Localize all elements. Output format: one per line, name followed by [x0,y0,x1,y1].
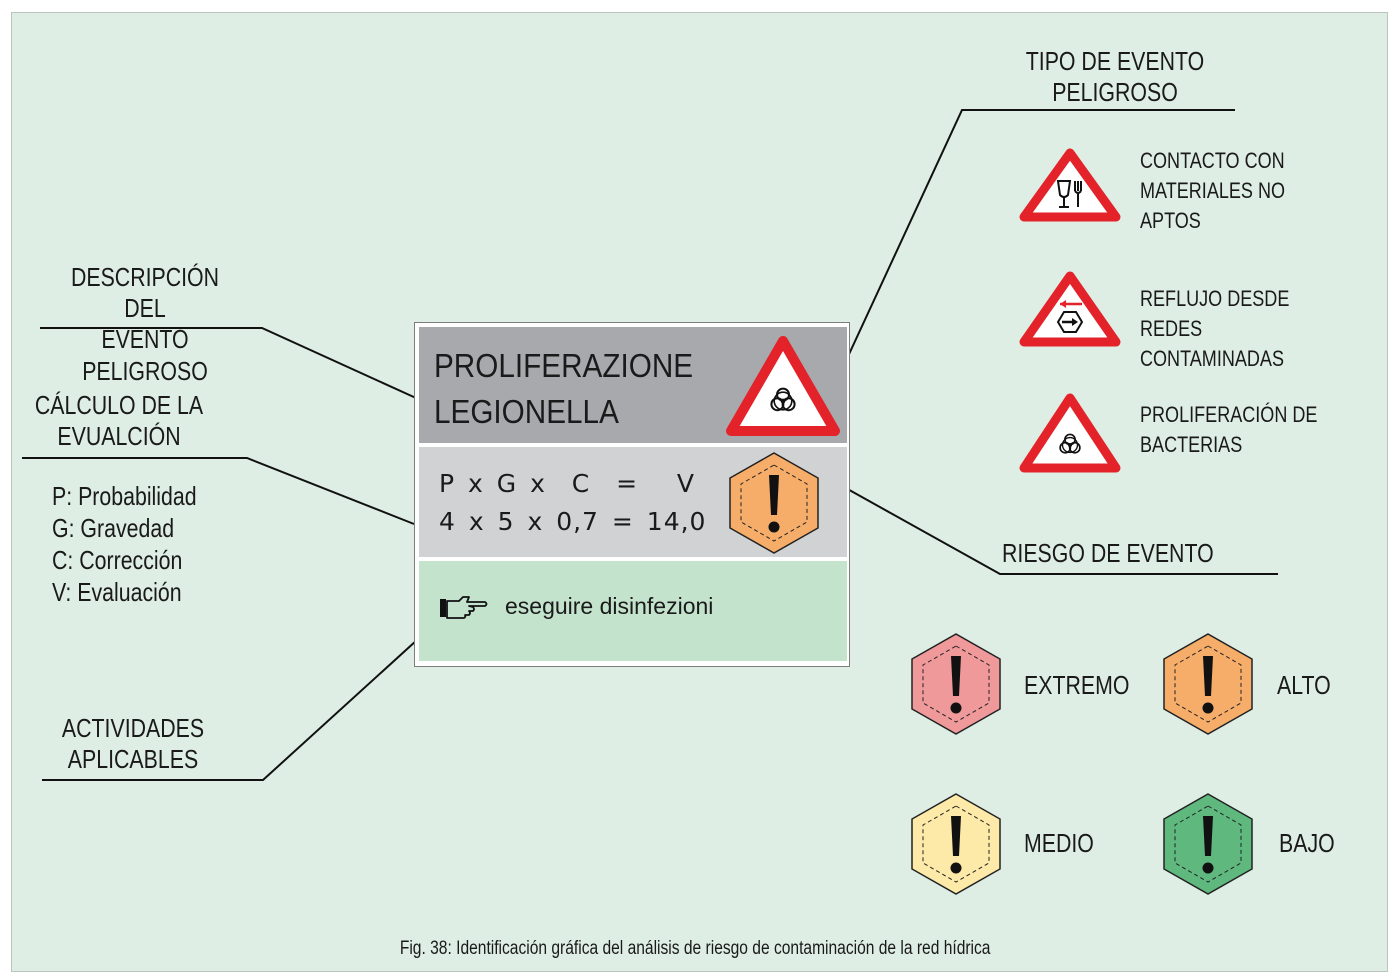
event-type-2-line2: CONTAMINADAS [1140,346,1284,371]
risk-extremo-hex-icon [911,633,1001,735]
card-title-line2: LEGIONELLA [434,393,619,430]
label-riesgo: RIESGO DE EVENTO [1002,538,1214,568]
risk-alto-hex-icon [729,452,819,554]
event-type-2-text: REFLUJO DESDE REDES CONTAMINADAS [1140,284,1346,374]
biohazard-icon [1019,393,1121,473]
leader-actividades [42,639,418,781]
figure-caption-text: Fig. 38: Identificación gráfica del anál… [400,938,991,959]
formula-legend: P: Probabilidad G: Gravedad C: Correcció… [52,480,197,608]
risk-bajo-label: BAJO [1279,828,1335,858]
leader-calculo [22,457,415,525]
label-actividades-line2: APLICABLES [67,744,199,775]
label-tipo-evento: TIPO DE EVENTO PELIGROSO [1021,46,1210,108]
label-actividades-line1: ACTIVIDADES [61,713,205,743]
label-calculo-line1: CÁLCULO DE LA [34,390,204,420]
pointing-hand-icon [440,596,488,619]
event-type-1-line3: APTOS [1140,208,1201,233]
card-title: PROLIFERAZIONE LEGIONELLA [434,343,693,435]
card-calculation: P x G x C = V 4 x 5 x 0,7 = 14,0 [419,447,847,557]
formula-header: P x G x C = V [439,469,696,498]
label-calculo: CÁLCULO DE LA EVUALCIÓN [25,390,214,452]
label-tipo-evento-line1: TIPO DE EVENTO [1025,46,1205,76]
risk-medio-label: MEDIO [1024,828,1094,858]
event-type-3-text: PROLIFERACIÓN DE BACTERIAS [1140,400,1317,460]
event-type-2-line1: REFLUJO DESDE REDES [1140,286,1290,341]
risk-medio-hex-icon [911,793,1001,895]
event-type-1-line2: MATERIALES NO [1140,178,1286,203]
event-type-3-line1: PROLIFERACIÓN DE [1140,402,1318,427]
legend-g: G: Gravedad [52,513,175,543]
event-type-3-line2: BACTERIAS [1140,432,1243,457]
label-actividades: ACTIVIDADES APLICABLES [39,713,228,775]
label-descripcion: DESCRIPCIÓN DEL EVENTO PELIGROSO [51,262,240,387]
food-contact-icon [1019,148,1121,222]
leader-descripcion [40,327,417,399]
card-title-line1: PROLIFERAZIONE [434,347,694,384]
leader-riesgo [825,476,1278,575]
risk-alto-legend-hex-icon [1163,633,1253,735]
card-action: eseguire disinfezioni [419,561,847,661]
risk-alto-label: ALTO [1277,670,1331,700]
event-type-1-line1: CONTACTO CON [1140,148,1285,173]
label-descripcion-line1: DESCRIPCIÓN DEL [70,262,220,324]
backflow-icon [1019,271,1121,347]
risk-extremo-label: EXTREMO [1024,670,1130,700]
label-calculo-line2: EVUALCIÓN [57,421,181,452]
legend-v: V: Evaluación [52,577,182,607]
biohazard-warning-icon [726,336,840,436]
legend-p: P: Probabilidad [52,481,197,511]
card-header: PROLIFERAZIONE LEGIONELLA [419,327,847,443]
formula-values: 4 x 5 x 0,7 = 14,0 [439,507,707,536]
event-type-1-text: CONTACTO CON MATERIALES NO APTOS [1140,146,1285,236]
risk-card: PROLIFERAZIONE LEGIONELLA P x G x C = V … [414,322,850,667]
label-descripcion-line2: EVENTO PELIGROSO [82,324,208,386]
leader-tipo-evento [837,109,1235,379]
action-text: eseguire disinfezioni [505,593,714,619]
legend-c: C: Corrección [52,545,183,575]
risk-bajo-hex-icon [1163,793,1253,895]
figure-caption: Fig. 38: Identificación gráfica del anál… [0,938,1391,961]
label-tipo-evento-line2: PELIGROSO [1052,77,1178,108]
